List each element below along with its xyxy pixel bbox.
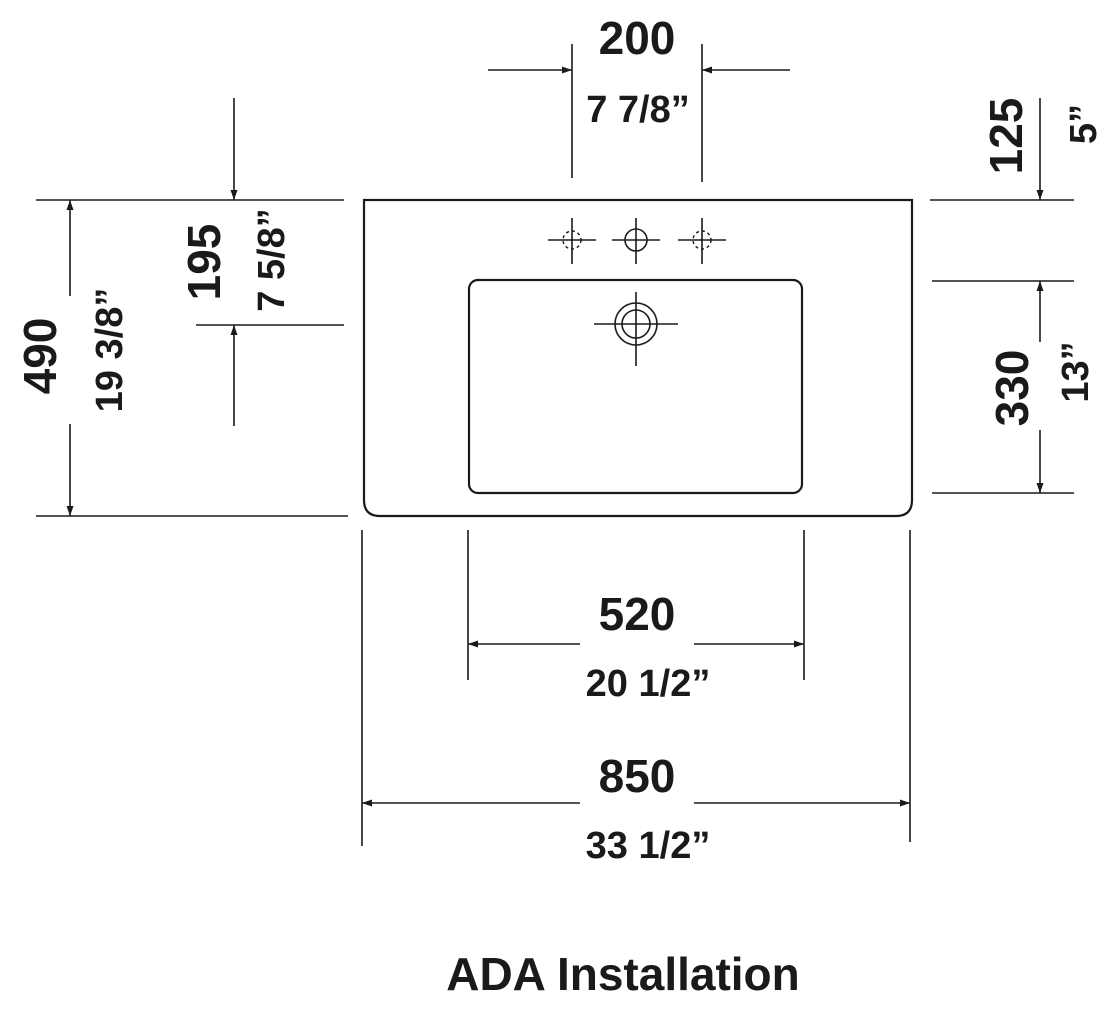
tap-hole-left-optional (548, 218, 596, 264)
tap-spacing-mm: 200 (599, 12, 676, 64)
total-width-inch: 33 1/2” (586, 825, 711, 867)
total-width-dimension: 850 33 1/2” (361, 530, 911, 867)
tap-depth-inch: 7 5/8” (251, 208, 293, 312)
bowl-depth-inch: 13” (1055, 341, 1097, 402)
drain-icon (594, 292, 678, 366)
bowl-width-dimension: 520 20 1/2” (467, 530, 805, 705)
total-depth-inch: 19 3/8” (89, 288, 131, 413)
top-offset-inch: 5” (1063, 104, 1105, 144)
drawing-caption: ADA Installation (446, 948, 800, 1000)
bowl-depth-mm: 330 (986, 350, 1038, 427)
top-offset-dimension: 125 5” (930, 98, 1105, 201)
tap-spacing-inch: 7 7/8” (586, 89, 690, 131)
tap-depth-mm: 195 (178, 224, 230, 301)
bowl-depth-dimension: 330 13” (932, 280, 1097, 494)
total-width-mm: 850 (599, 750, 676, 802)
sink-outline (362, 198, 914, 518)
tap-spacing-dimension: 200 7 7/8” (488, 12, 790, 182)
tap-depth-dimension: 195 7 5/8” (178, 98, 344, 426)
bowl-width-inch: 20 1/2” (586, 663, 711, 705)
total-depth-dimension: 490 19 3/8” (14, 199, 348, 517)
bowl-width-mm: 520 (599, 588, 676, 640)
tap-hole-center (612, 218, 660, 264)
total-depth-mm: 490 (14, 318, 66, 395)
tap-hole-right-optional (678, 218, 726, 264)
top-offset-mm: 125 (980, 98, 1032, 175)
sink-bowl (467, 278, 804, 495)
